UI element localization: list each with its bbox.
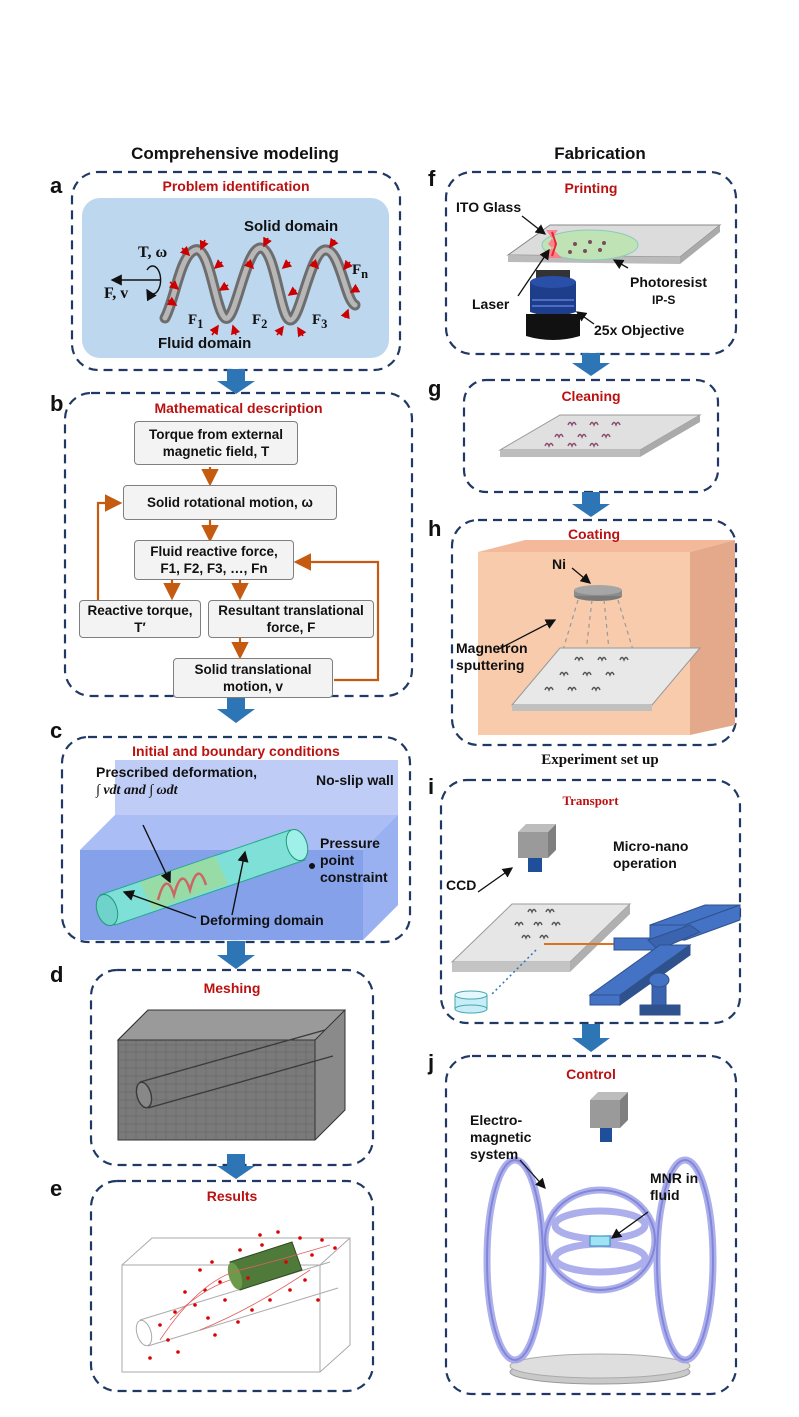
ni-target bbox=[574, 585, 622, 601]
solid-domain-label: Solid domain bbox=[244, 218, 339, 235]
panel-a-title: Problem identification bbox=[162, 178, 310, 194]
panel-a-border bbox=[70, 170, 402, 372]
results-cylinder bbox=[227, 1241, 303, 1291]
panel-e-title: Results bbox=[206, 1188, 258, 1204]
panel-f-title: Printing bbox=[564, 180, 618, 196]
panel-i-title: Transport bbox=[562, 793, 619, 808]
panel-f-letter: f bbox=[428, 166, 436, 191]
right-column-title: Fabrication bbox=[554, 144, 646, 163]
panel-h-border bbox=[450, 518, 738, 747]
ito-glass-label: ITO Glass bbox=[456, 199, 522, 215]
deforming-domain-label: Deforming domain bbox=[200, 912, 324, 928]
coated-plate bbox=[510, 647, 702, 711]
ccd-label: CCD bbox=[446, 877, 477, 893]
prescribed-deformation-label: Prescribed deformation, bbox=[96, 764, 258, 780]
fluid-domain-label: Fluid domain bbox=[158, 335, 252, 352]
manipulator bbox=[588, 904, 741, 1016]
integral-label: ∫ vdt and ∫ ωdt bbox=[96, 783, 178, 798]
ccd-camera-top bbox=[590, 1092, 628, 1142]
panel-d-letter: d bbox=[50, 962, 64, 987]
panel-b-title: Mathematical description bbox=[154, 400, 323, 416]
torque-label: T, ω bbox=[138, 244, 168, 261]
panel-c-letter: c bbox=[50, 718, 63, 743]
magnetron-sputtering-label: Magnetron sputtering bbox=[456, 640, 528, 673]
photoresist-label: Photoresist bbox=[630, 274, 708, 290]
objective-label: 25x Objective bbox=[594, 322, 685, 338]
experiment-setup-title: Experiment set up bbox=[541, 752, 659, 768]
no-slip-wall-label: No-slip wall bbox=[316, 772, 394, 788]
base-plate bbox=[509, 1353, 691, 1385]
panel-c-title: Initial and boundary conditions bbox=[132, 743, 340, 759]
ni-label: Ni bbox=[552, 556, 566, 572]
panel-d-border bbox=[89, 968, 375, 1167]
panel-e-letter: e bbox=[50, 1176, 63, 1201]
panel-j-letter: j bbox=[428, 1050, 435, 1075]
panel-h-letter: h bbox=[428, 516, 442, 541]
f3-label: F3 bbox=[312, 312, 328, 331]
f2-label: F2 bbox=[252, 312, 268, 331]
mesh-box bbox=[116, 1009, 347, 1141]
torque-box: Torque from external magnetic field, T bbox=[134, 421, 298, 465]
ccd-camera bbox=[518, 824, 556, 872]
translational-motion-box: Solid translational motion, v bbox=[173, 658, 333, 698]
panel-d-title: Meshing bbox=[203, 980, 261, 996]
panel-g-title: Cleaning bbox=[561, 388, 621, 404]
panel-h-title: Coating bbox=[567, 526, 621, 542]
reactive-torque-box: Reactive torque, T′ bbox=[79, 600, 201, 638]
laser-label: Laser bbox=[472, 296, 510, 312]
panel-b-letter: b bbox=[50, 391, 64, 416]
pressure-constraint-label: Pressure point constraint bbox=[320, 835, 388, 885]
panel-j-title: Control bbox=[566, 1066, 616, 1082]
mnr-label: MNR in fluid bbox=[650, 1170, 699, 1203]
fn-label: Fn bbox=[352, 262, 369, 281]
results-box bbox=[121, 1237, 351, 1373]
panel-e-border bbox=[89, 1179, 375, 1393]
sample-plate bbox=[450, 903, 632, 972]
fluid-reactive-force-box: Fluid reactive force, F1, F2, F3, …, Fn bbox=[134, 540, 294, 580]
electromagnetic-system-label: Electro-magnetic system bbox=[470, 1112, 532, 1162]
resultant-force-box: Resultant translational force, F bbox=[208, 600, 374, 638]
force-velocity-label: F, v bbox=[104, 285, 129, 302]
panel-a-letter: a bbox=[50, 173, 63, 198]
panel-b-border bbox=[63, 391, 414, 698]
ip-s-label: IP-S bbox=[652, 293, 676, 307]
panel-j-border bbox=[444, 1054, 738, 1396]
helix bbox=[159, 242, 361, 326]
objective bbox=[526, 270, 580, 340]
rotational-motion-box: Solid rotational motion, ω bbox=[123, 485, 337, 520]
panel-i-letter: i bbox=[428, 774, 435, 799]
left-column-title: Comprehensive modeling bbox=[131, 144, 339, 163]
panel-i-border bbox=[439, 778, 742, 1025]
fluid-cup bbox=[454, 990, 488, 1014]
panel-g-letter: g bbox=[428, 376, 442, 401]
f1-label: F1 bbox=[188, 312, 204, 331]
glass-plate bbox=[506, 224, 722, 264]
cleaned-plate bbox=[498, 414, 702, 457]
micro-nano-label: Micro-nano operation bbox=[613, 838, 689, 871]
